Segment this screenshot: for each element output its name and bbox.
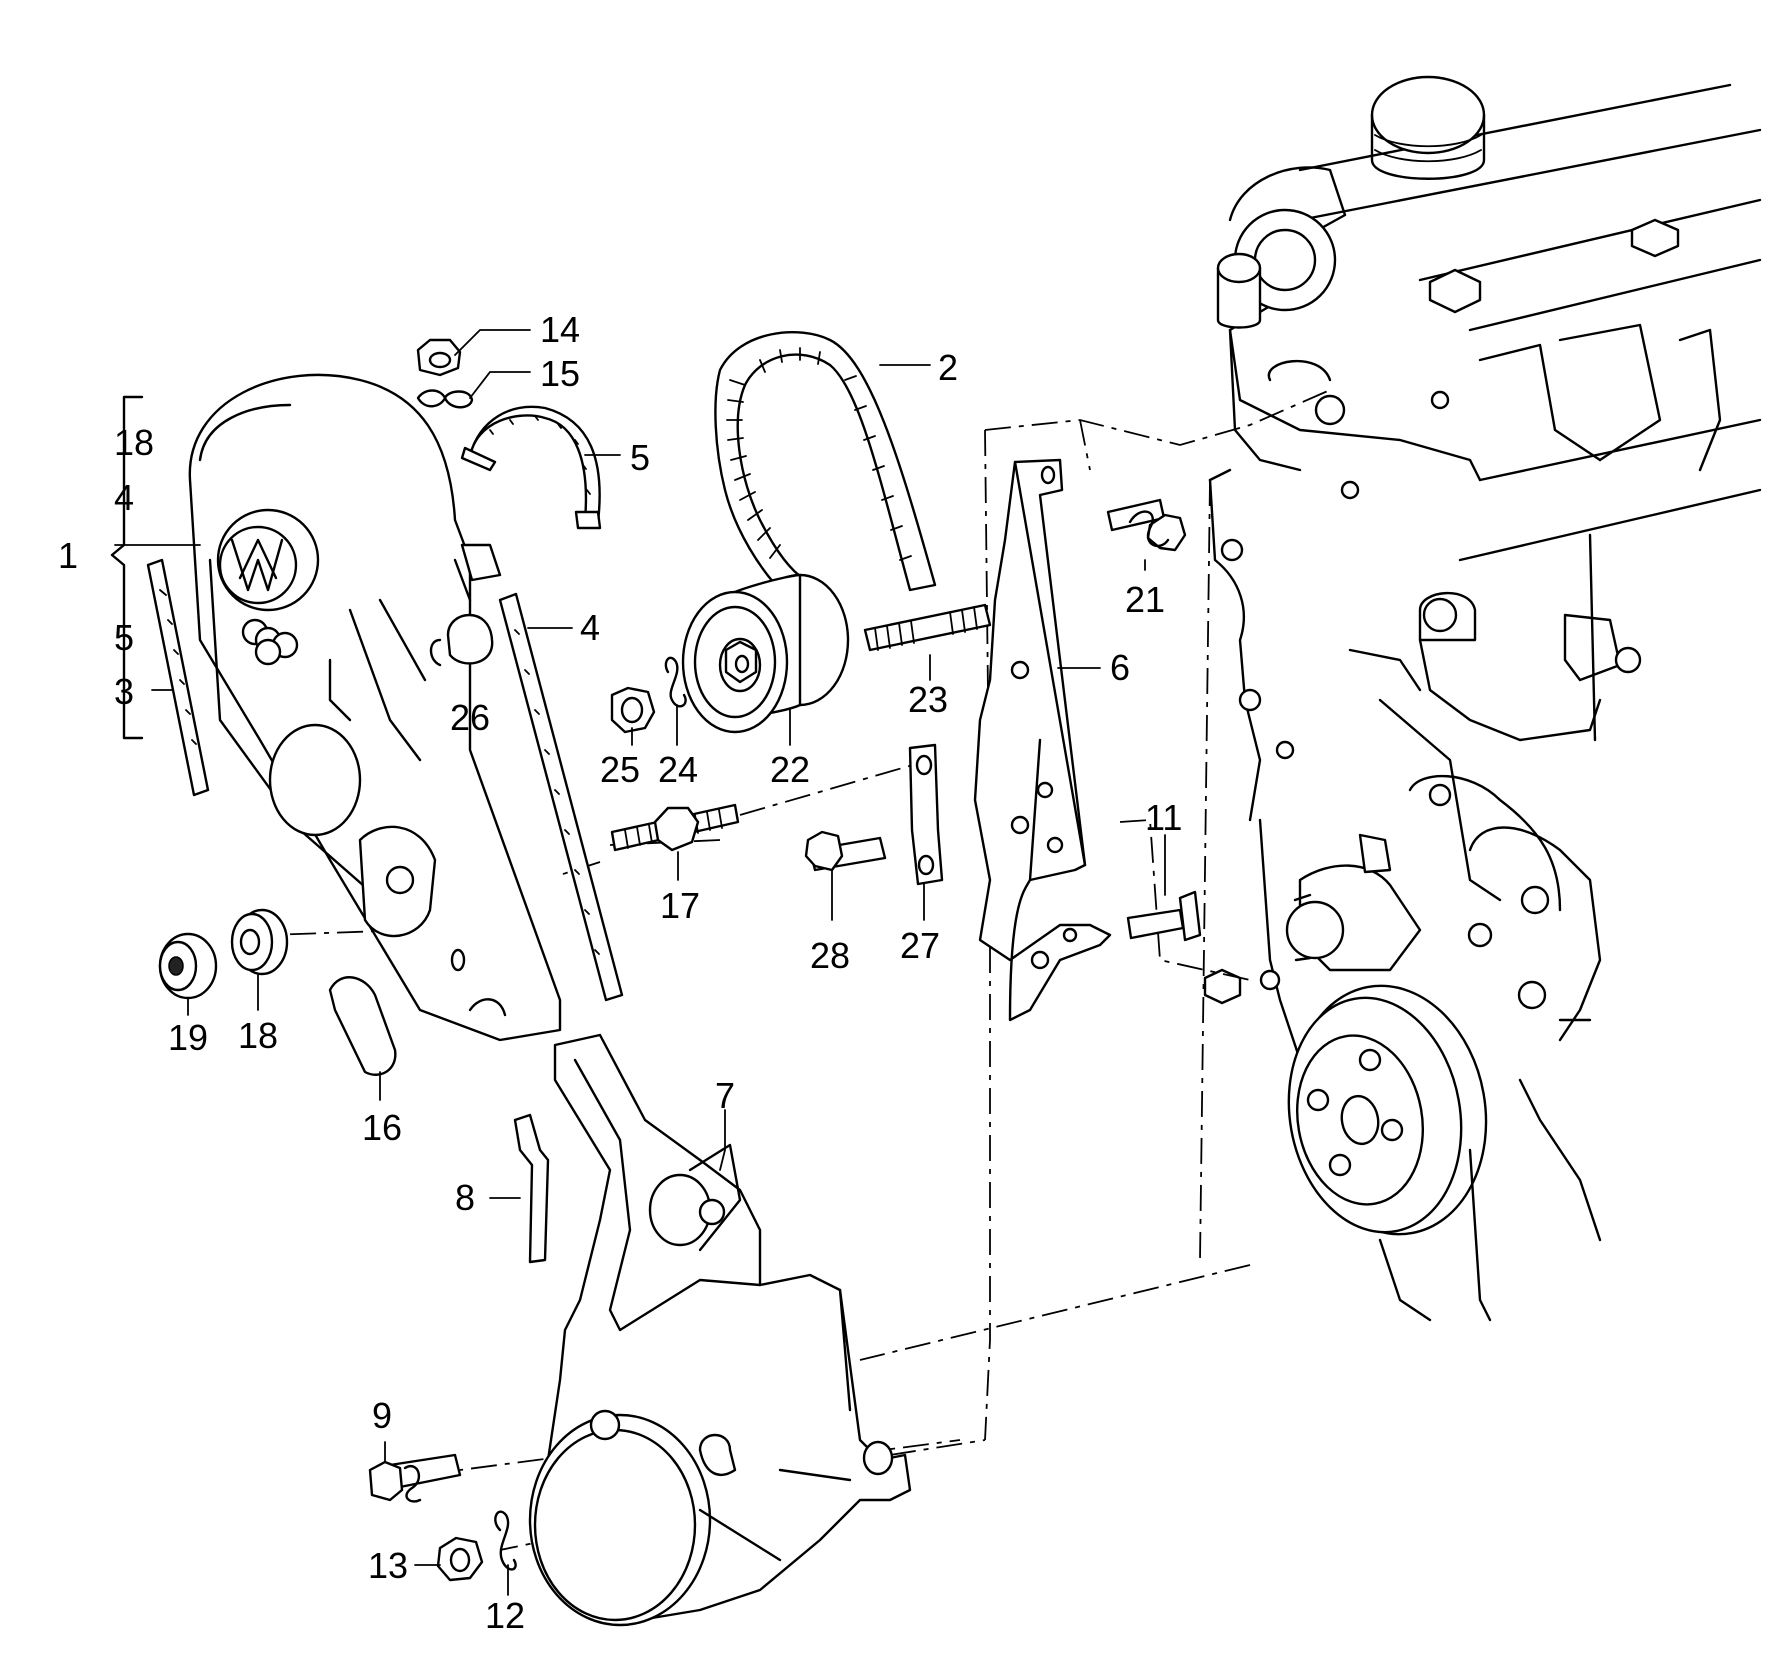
callout-3: 3 — [114, 671, 134, 712]
part-18-spacer — [230, 908, 289, 976]
callout-23: 23 — [908, 679, 948, 720]
part-22-tensioner-pulley — [681, 573, 850, 734]
part-27-plate — [908, 743, 944, 886]
part-7-lower-cover — [528, 1033, 912, 1627]
callout-26: 26 — [450, 697, 490, 738]
callout-5: 5 — [114, 617, 134, 658]
callout-12: 12 — [485, 1595, 525, 1636]
engine-block — [1203, 75, 1762, 1322]
callout-27: 27 — [900, 925, 940, 966]
callout-22: 22 — [770, 749, 810, 790]
callout-17: 17 — [660, 885, 700, 926]
callout-4: 4 — [114, 477, 134, 518]
part-9-bolt — [368, 1453, 462, 1503]
callout-16: 16 — [362, 1107, 402, 1148]
part-19-bolt-cap — [158, 932, 218, 1000]
part-28-bolt — [804, 830, 887, 872]
part-17-stud — [610, 803, 740, 852]
callout-28: 28 — [810, 935, 850, 976]
part-25-nut — [610, 686, 656, 734]
part-14-nut — [416, 338, 462, 377]
cover-seal-strips — [146, 558, 624, 1002]
part-26-grommet — [429, 613, 494, 667]
part-6-rear-cover — [973, 458, 1112, 1022]
callout-labels: 1 2 3 4 4 5 5 6 7 8 9 11 12 13 14 15 16 … — [58, 309, 1182, 1636]
callout-6: 6 — [1110, 647, 1130, 688]
callout-5: 5 — [630, 437, 650, 478]
part-16-pad — [328, 976, 397, 1076]
callout-11: 11 — [1145, 797, 1182, 838]
part-8-seal — [513, 1113, 550, 1264]
part-24-washer — [664, 656, 687, 708]
part-12-washer — [494, 1510, 517, 1571]
part-11-bolt — [1126, 890, 1202, 942]
callout-15: 15 — [540, 353, 580, 394]
callout-24: 24 — [658, 749, 698, 790]
callout-9: 9 — [372, 1395, 392, 1436]
callout-18: 18 — [114, 422, 154, 463]
part-13-nut — [436, 1536, 484, 1582]
part-23-stud — [863, 603, 992, 652]
part-5-arc-seal — [460, 405, 602, 530]
part-15-washer — [416, 389, 474, 409]
callout-18: 18 — [238, 1015, 278, 1056]
part-1-upper-cover — [188, 373, 562, 1042]
part-2-timing-belt — [714, 331, 937, 597]
callout-4: 4 — [580, 607, 600, 648]
part-21-bolt — [1106, 498, 1187, 552]
callout-14: 14 — [540, 309, 580, 350]
leader-lines — [110, 329, 1166, 1596]
callout-19: 19 — [168, 1017, 208, 1058]
callout-8: 8 — [455, 1177, 475, 1218]
callout-13: 13 — [368, 1545, 408, 1586]
callout-25: 25 — [600, 749, 640, 790]
callout-7: 7 — [715, 1075, 735, 1116]
callout-2: 2 — [938, 347, 958, 388]
callout-1: 1 — [58, 535, 78, 576]
callout-21: 21 — [1125, 579, 1165, 620]
